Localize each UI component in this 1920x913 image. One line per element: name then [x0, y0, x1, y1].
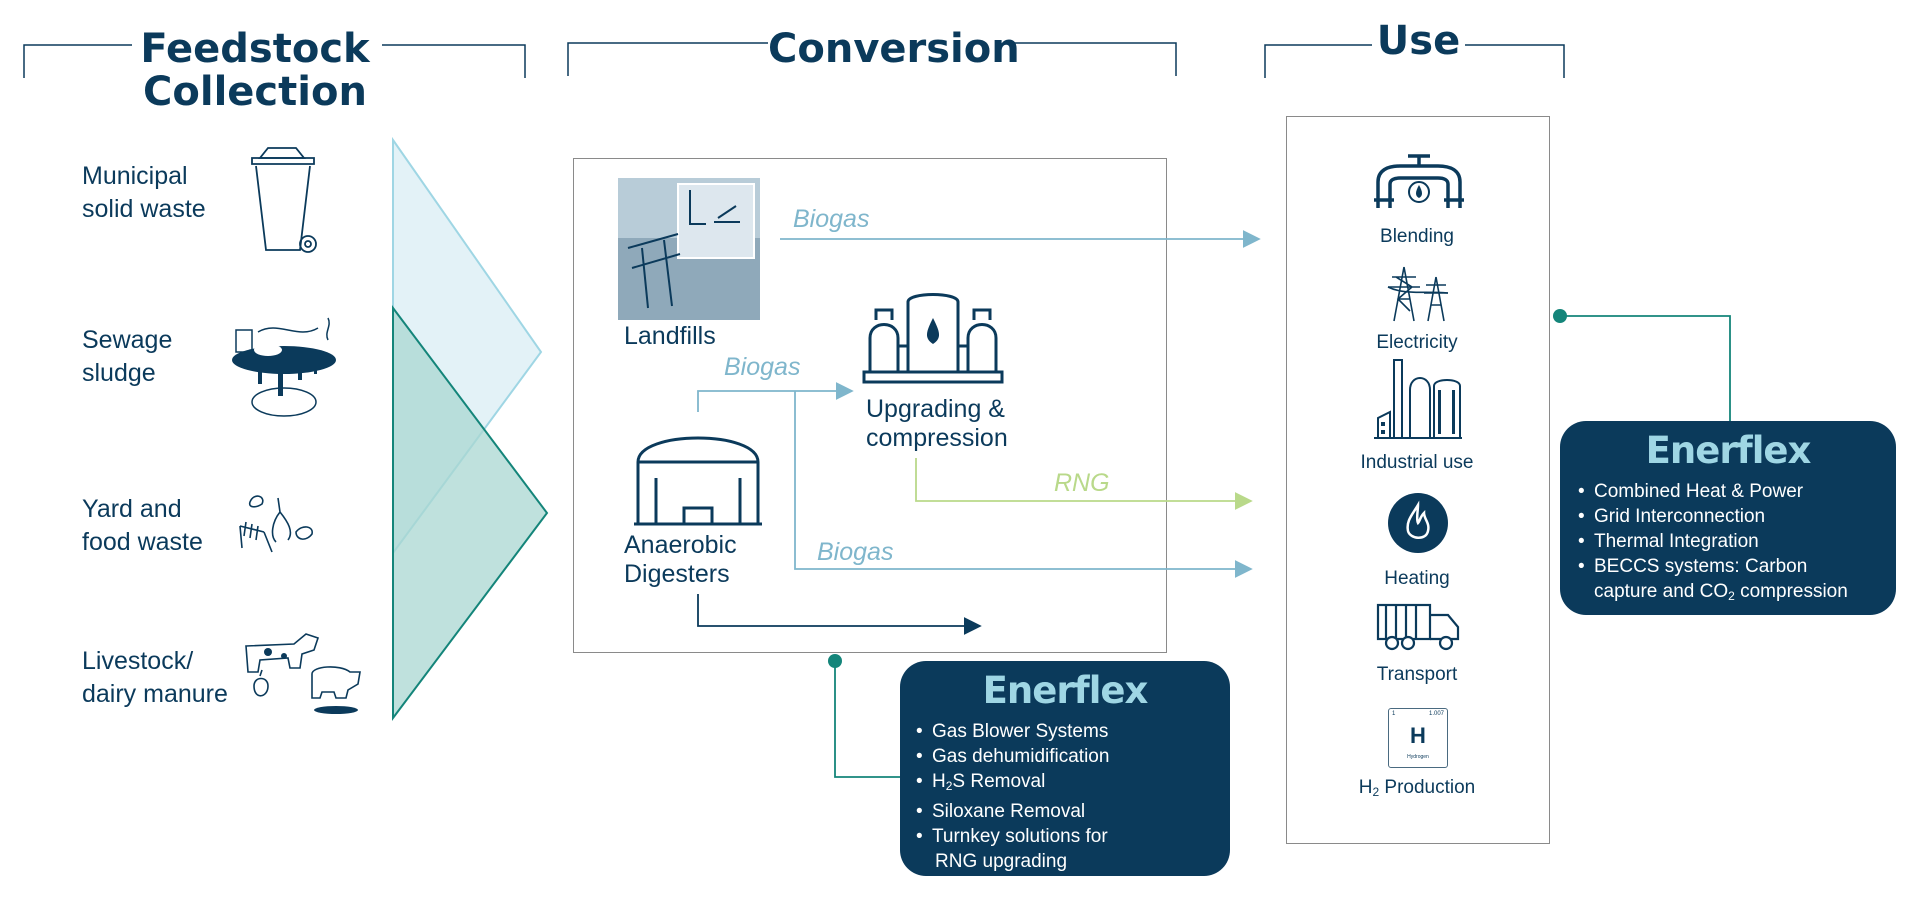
landfills-label: Landfills	[624, 322, 716, 350]
digesters-label-line1: Anaerobic	[624, 531, 737, 559]
connector-dot-use	[1553, 309, 1567, 323]
feedstock-item-sewage: Sewage sludge	[82, 324, 172, 390]
feedstock-label: solid waste	[82, 195, 206, 223]
use-label-heating: Heating	[1384, 568, 1450, 589]
list-item: Thermal Integration	[1578, 529, 1848, 554]
enerflex-logo: Enerflex	[1645, 429, 1812, 472]
element-symbol: H	[1410, 723, 1426, 748]
truck-icon	[1376, 603, 1460, 651]
use-header: Use	[1376, 18, 1461, 64]
power-tower-icon	[1387, 266, 1449, 322]
hydrogen-element-icon: 1 1.007 H Hydrogen	[1388, 708, 1448, 768]
upgrading-label-line1: Upgrading &	[866, 395, 1005, 423]
feedstock-label: Sewage	[82, 326, 173, 354]
feedstock-header: Feedstock Collection	[135, 28, 375, 114]
feedstock-label: dairy manure	[82, 680, 228, 708]
list-item: Gas dehumidification	[916, 744, 1109, 769]
feedstock-label: Municipal	[82, 162, 188, 190]
use-label-industrial: Industrial use	[1360, 452, 1474, 473]
conversion-header: Conversion	[768, 26, 1020, 72]
upgrading-label-line2: compression	[866, 424, 1008, 452]
list-item-continuation: RNG upgrading	[935, 851, 1068, 872]
connector-dot-conversion	[828, 654, 842, 668]
upgrading-label: Upgrading & compression	[866, 395, 1008, 453]
factory-icon	[1374, 359, 1462, 439]
rng-label: RNG	[1054, 469, 1110, 497]
use-label-transport: Transport	[1376, 664, 1458, 685]
list-item: H2S Removal	[916, 769, 1109, 799]
digesters-label-line2: Digesters	[624, 560, 730, 588]
feedstock-label: sludge	[82, 359, 156, 387]
list-item-continuation: capture and CO2 compression	[1594, 581, 1848, 603]
digester-icon	[634, 436, 762, 526]
use-label-blending: Blending	[1380, 226, 1454, 247]
list-item: Grid Interconnection	[1578, 504, 1848, 529]
element-mass: 1.007	[1428, 711, 1444, 717]
list-item: Turnkey solutions for	[916, 824, 1109, 849]
list-item: BECCS systems: Carbon	[1578, 554, 1848, 579]
enerflex-logo: Enerflex	[982, 669, 1149, 712]
feedstock-item-livestock: Livestock/ dairy manure	[82, 645, 228, 711]
use-label-electricity: Electricity	[1376, 332, 1458, 353]
feedstock-label: Yard and	[82, 495, 182, 523]
feedstock-label: Livestock/	[82, 647, 194, 675]
food-waste-icon	[239, 495, 313, 553]
element-number: 1	[1392, 711, 1396, 717]
biogas-label-digester: Biogas	[724, 353, 801, 381]
biogas-label-landfill: Biogas	[793, 205, 870, 233]
biogas-label-bypass: Biogas	[817, 538, 894, 566]
enerflex-conversion-panel: Enerflex Gas Blower Systems Gas dehumidi…	[900, 661, 1230, 876]
sewage-sludge-icon	[232, 317, 336, 417]
feedstock-header-line2: Collection	[143, 69, 367, 115]
livestock-icon	[245, 633, 361, 714]
digesters-label: Anaerobic Digesters	[624, 531, 737, 589]
flame-icon	[1388, 493, 1448, 553]
conversion-box	[573, 158, 1167, 653]
list-item: Siloxane Removal	[916, 799, 1109, 824]
pipe-blending-icon	[1374, 154, 1464, 208]
use-service-list: Combined Heat & Power Grid Interconnecti…	[1578, 479, 1848, 609]
enerflex-use-panel: Enerflex Combined Heat & Power Grid Inte…	[1560, 421, 1896, 615]
upgrading-plant-icon	[862, 293, 1004, 384]
feedstock-label: food waste	[82, 528, 203, 556]
list-item: Combined Heat & Power	[1578, 479, 1848, 504]
use-box	[1286, 116, 1550, 844]
conversion-service-list: Gas Blower Systems Gas dehumidification …	[916, 719, 1109, 874]
feedstock-header-line1: Feedstock	[140, 26, 370, 72]
list-item: Gas Blower Systems	[916, 719, 1109, 744]
trash-bin-icon	[251, 147, 317, 253]
use-label-h2: H2 Production	[1358, 777, 1476, 799]
feedstock-item-msw: Municipal solid waste	[82, 160, 206, 226]
feedstock-item-yard: Yard and food waste	[82, 493, 203, 559]
element-name: Hydrogen	[1407, 754, 1429, 760]
landfill-photo-icon	[618, 178, 760, 320]
